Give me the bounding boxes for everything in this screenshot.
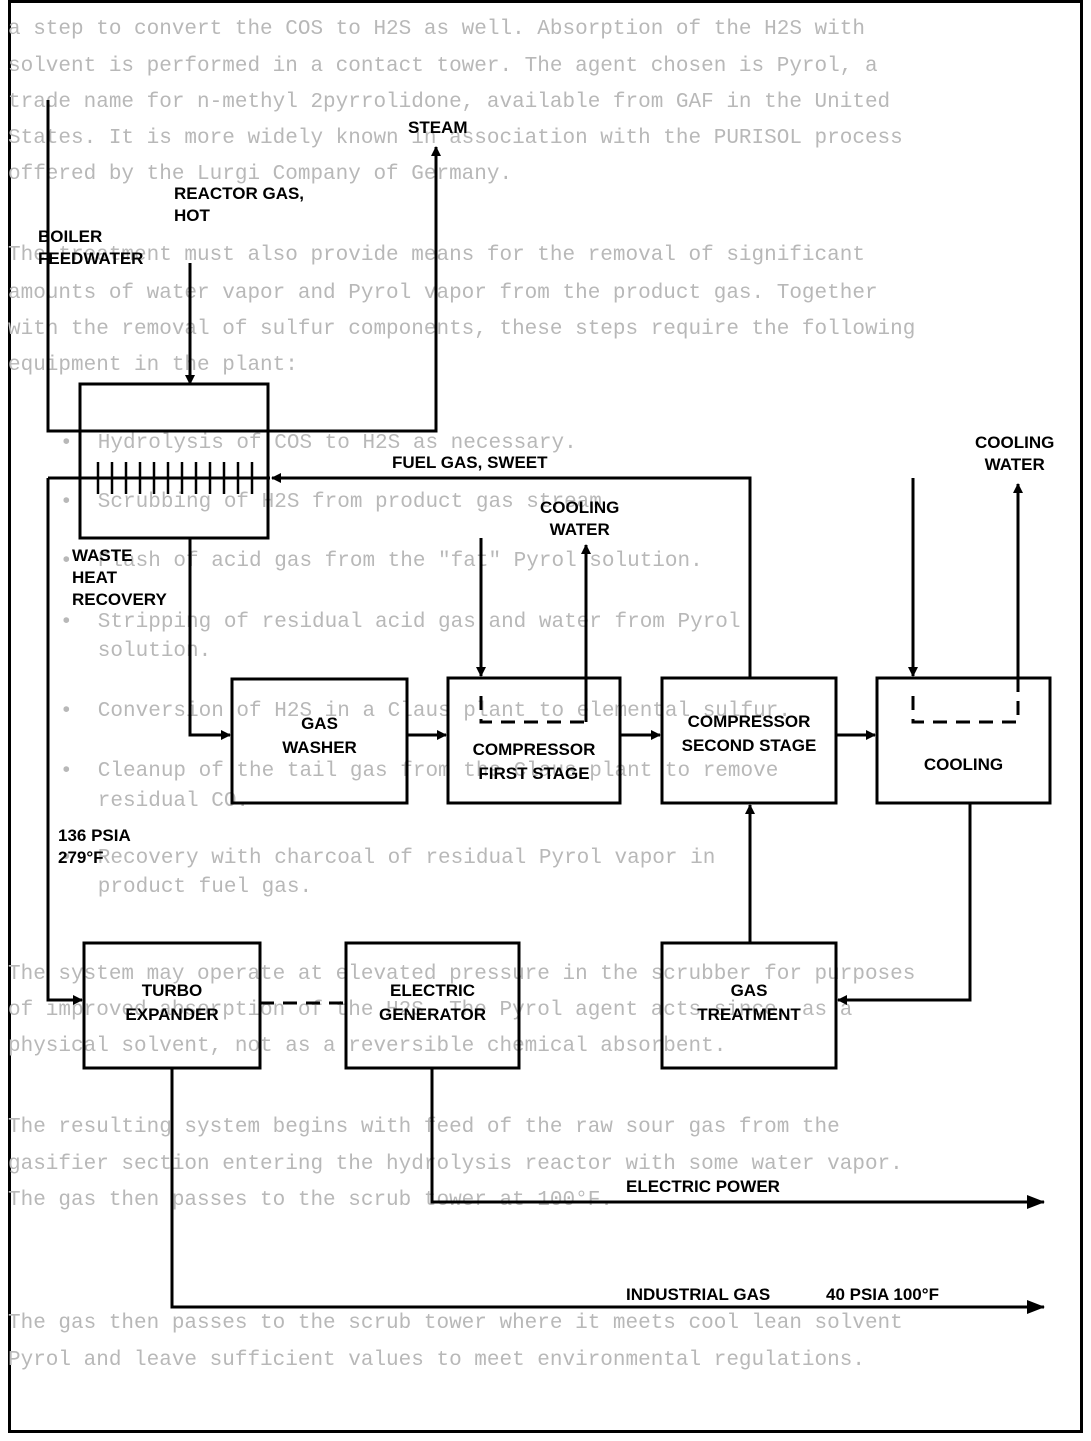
diagram-frame: [8, 0, 1083, 1433]
to-turbo-line: [46, 478, 83, 1005]
gas-treatment-label: GAS TREATMENT: [697, 981, 801, 1024]
compressor-first-stage-box: [446, 676, 622, 805]
electric-power-label: ELECTRIC POWER: [626, 1177, 780, 1196]
dashed-lines: [260, 690, 1020, 1005]
waste-heat-recovery-label: WASTE HEAT RECOVERY: [72, 546, 167, 609]
whr-to-washer-line: [188, 538, 231, 740]
cooling-internal-dashed: [911, 690, 1020, 724]
electric-power-line: [430, 1068, 1045, 1209]
industrial-gas-line: [170, 1068, 1045, 1314]
steam-label: STEAM: [408, 118, 468, 137]
reactor-gas-label: REACTOR GAS, HOT: [174, 184, 305, 225]
electric-generator-label: ELECTRIC GENERATOR: [378, 981, 487, 1024]
boiler-feedwater-label: BOILER FEEDWATER: [38, 227, 144, 268]
compressor-first-stage-label: COMPRESSOR FIRST STAGE: [472, 740, 596, 783]
fuel-gas-line: [271, 473, 752, 678]
cooling-box: [875, 676, 1052, 805]
cooling-label: COOLING: [923, 755, 1004, 774]
fuel-gas-label: FUEL GAS, SWEET: [392, 453, 548, 472]
turbo-expander-label: TURBO EXPANDER: [125, 981, 219, 1024]
pressure-temp-label: 136 PSIA 279°F: [58, 826, 131, 867]
comp1-internal-dashed: [479, 696, 588, 724]
cooling-to-treatment: [837, 803, 972, 1005]
gas-washer-box: [230, 677, 409, 805]
compressor-second-stage-label: COMPRESSOR SECOND STAGE: [681, 712, 817, 755]
steam-line: [46, 100, 441, 433]
industrial-gas-label: INDUSTRIAL GAS: [626, 1285, 771, 1304]
coil-ticks: [96, 462, 254, 494]
cooling-water-right-label: COOLING WATER: [975, 433, 1055, 474]
gas-washer-label: GAS WASHER: [282, 714, 357, 757]
industrial-gas-conditions-label: 40 PSIA 100°F: [826, 1285, 939, 1304]
cooling-water-mid-label: COOLING WATER: [540, 498, 620, 539]
waste-heat-recovery-box: [78, 382, 270, 540]
